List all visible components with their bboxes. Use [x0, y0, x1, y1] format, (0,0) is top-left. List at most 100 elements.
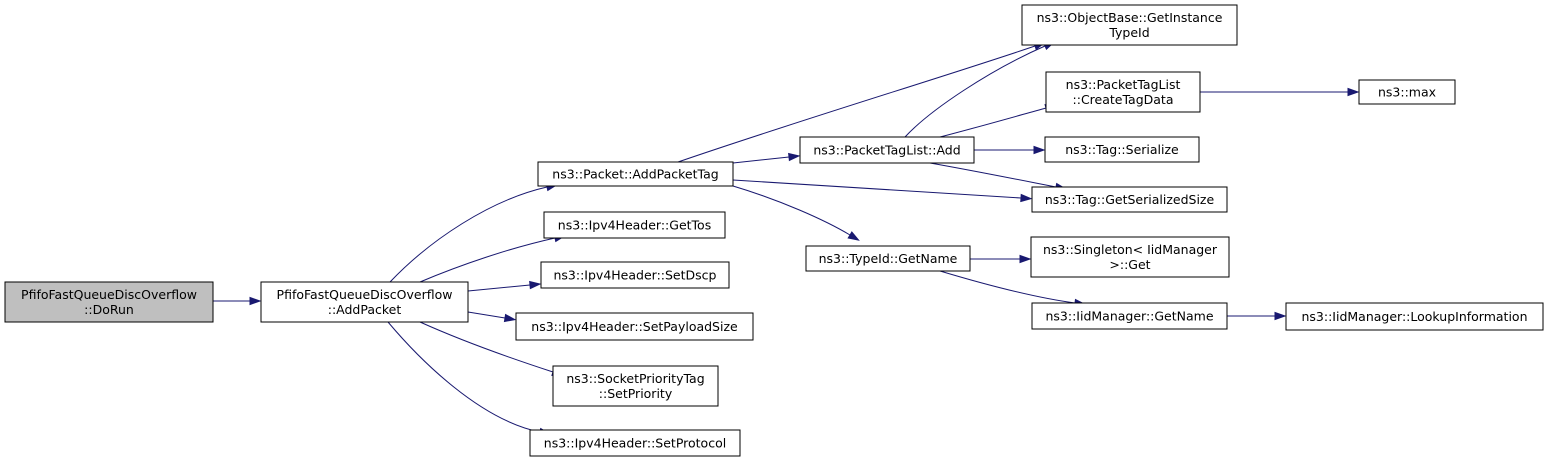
node-label: ns3::Singleton< IidManager [1043, 242, 1218, 257]
node-label: ::SetPriority [599, 386, 673, 401]
edge-line [467, 284, 531, 292]
node-box [1021, 4, 1238, 46]
edge-line [939, 270, 1076, 304]
node-iidManager-getName[interactable]: ns3::IidManager::GetName [1031, 302, 1228, 330]
node-label: ::CreateTagData [1073, 92, 1174, 107]
node-iidManager-lookupInformation[interactable]: ns3::IidManager::LookupInformation [1285, 302, 1544, 331]
node-tag-serialize[interactable]: ns3::Tag::Serialize [1044, 136, 1200, 163]
edge-line [419, 321, 554, 373]
node-singleton-iidManager-get[interactable]: ns3::Singleton< IidManager>::Get [1030, 236, 1230, 278]
node-ipv4header-setDscp[interactable]: ns3::Ipv4Header::SetDscp [540, 261, 730, 289]
edge-taglistadd-to-getinstancetypeid [904, 41, 1056, 138]
arrowhead-icon [847, 231, 860, 241]
node-packetTagList-createTagData[interactable]: ns3::PacketTagList::CreateTagData [1045, 71, 1201, 113]
node-box [805, 245, 971, 272]
node-max[interactable]: ns3::max [1358, 79, 1456, 105]
edge-taglistadd-to-createtagdata [939, 104, 1058, 138]
node-box [543, 211, 726, 239]
edge-addpacket-to-setpayloadsize [467, 311, 517, 323]
arrowhead-icon [529, 280, 542, 290]
edge-line [677, 45, 1036, 163]
edge-line [732, 179, 1022, 199]
edge-typeidgetname-to-singletonget [970, 254, 1032, 264]
node-label: ns3::Ipv4Header::SetDscp [554, 268, 717, 283]
node-socketPriorityTag-setPriority[interactable]: ns3::SocketPriorityTag::SetPriority [552, 365, 719, 407]
edges-layer [213, 41, 1360, 437]
node-box [1044, 136, 1200, 163]
node-packetTagList-add[interactable]: ns3::PacketTagList::Add [799, 136, 975, 164]
edge-addpackettag-to-taglistadd [732, 152, 801, 164]
edge-taglistadd-to-tagserialize [974, 145, 1046, 155]
node-label: ns3::Packet::AddPacketTag [552, 167, 718, 182]
edge-addpacket-to-setdscp [467, 280, 542, 292]
node-label: ns3::SocketPriorityTag [566, 371, 704, 386]
arrowhead-icon [1019, 254, 1032, 264]
node-label: ns3::Ipv4Header::SetProtocol [544, 436, 726, 451]
edge-addpackettag-to-getserializedsize [732, 179, 1033, 203]
nodes-layer: PfifoFastQueueDiscOverflow::DoRunPfifoFa… [4, 4, 1544, 457]
node-box [552, 365, 719, 407]
node-label: ns3::PacketTagList::Add [813, 143, 960, 158]
node-label: ns3::Tag::Serialize [1065, 142, 1179, 157]
node-box [537, 161, 734, 187]
edge-line [387, 321, 541, 433]
node-label: ns3::IidManager::GetName [1045, 309, 1213, 324]
edge-line [389, 186, 548, 283]
edge-line [929, 162, 1057, 188]
node-label: ns3::Ipv4Header::SetPayloadSize [531, 319, 738, 334]
node-box [4, 281, 214, 323]
arrowhead-icon [1347, 87, 1360, 97]
edge-iidgetname-to-lookupinformation [1227, 311, 1287, 321]
arrowhead-icon [249, 296, 262, 306]
node-label: >::Get [1109, 257, 1150, 272]
arrowhead-icon [1020, 193, 1033, 203]
edge-taglistadd-to-getserializedsize [929, 162, 1068, 192]
arrowhead-icon [788, 152, 801, 162]
node-ipv4header-setPayloadSize[interactable]: ns3::Ipv4Header::SetPayloadSize [515, 312, 754, 341]
node-tag-getSerializedSize[interactable]: ns3::Tag::GetSerializedSize [1031, 186, 1228, 213]
node-label: ns3::ObjectBase::GetInstance [1037, 10, 1223, 25]
node-box [799, 136, 975, 164]
node-box [1030, 236, 1230, 278]
node-label: ::DoRun [84, 302, 134, 317]
node-ipv4header-getTos[interactable]: ns3::Ipv4Header::GetTos [543, 211, 726, 239]
edge-line [467, 311, 506, 319]
node-packet-addPacketTag[interactable]: ns3::Packet::AddPacketTag [537, 161, 734, 187]
node-typeId-getName[interactable]: ns3::TypeId::GetName [805, 245, 971, 272]
edge-line [939, 107, 1047, 138]
node-label: ns3::max [1378, 85, 1436, 100]
node-label: ::AddPacket [328, 302, 402, 317]
edge-createtagdata-to-max [1200, 87, 1360, 97]
node-label: ns3::Ipv4Header::GetTos [558, 218, 711, 233]
node-box [540, 261, 730, 289]
node-label: TypeId [1108, 25, 1149, 40]
node-box [1031, 302, 1228, 330]
edge-line [732, 156, 790, 164]
node-box [1031, 186, 1228, 213]
node-label: PfifoFastQueueDiscOverflow [21, 287, 197, 302]
node-ipv4header-setProtocol[interactable]: ns3::Ipv4Header::SetProtocol [529, 429, 741, 457]
arrowhead-icon [503, 313, 517, 323]
node-label: ns3::Tag::GetSerializedSize [1045, 192, 1215, 207]
edge-addpackettag-to-typeidgetname [732, 185, 860, 241]
edge-line [904, 45, 1046, 138]
edge-dorun-to-addpacket [213, 296, 262, 306]
node-box [1045, 71, 1201, 113]
arrowhead-icon [1033, 145, 1046, 155]
arrowhead-icon [1274, 311, 1287, 321]
node-box [515, 312, 754, 341]
node-box [1285, 302, 1544, 331]
node-label: ns3::IidManager::LookupInformation [1301, 309, 1527, 324]
node-doRun[interactable]: PfifoFastQueueDiscOverflow::DoRun [4, 281, 214, 323]
node-label: ns3::PacketTagList [1066, 77, 1181, 92]
edge-addpacket-to-addpackettag [389, 183, 559, 283]
node-label: PfifoFastQueueDiscOverflow [277, 287, 453, 302]
node-addPacket[interactable]: PfifoFastQueueDiscOverflow::AddPacket [260, 281, 469, 323]
node-label: ns3::TypeId::GetName [819, 251, 958, 266]
node-box [260, 281, 469, 323]
edge-line [732, 185, 851, 236]
node-box [529, 429, 741, 457]
edge-line [419, 237, 556, 283]
